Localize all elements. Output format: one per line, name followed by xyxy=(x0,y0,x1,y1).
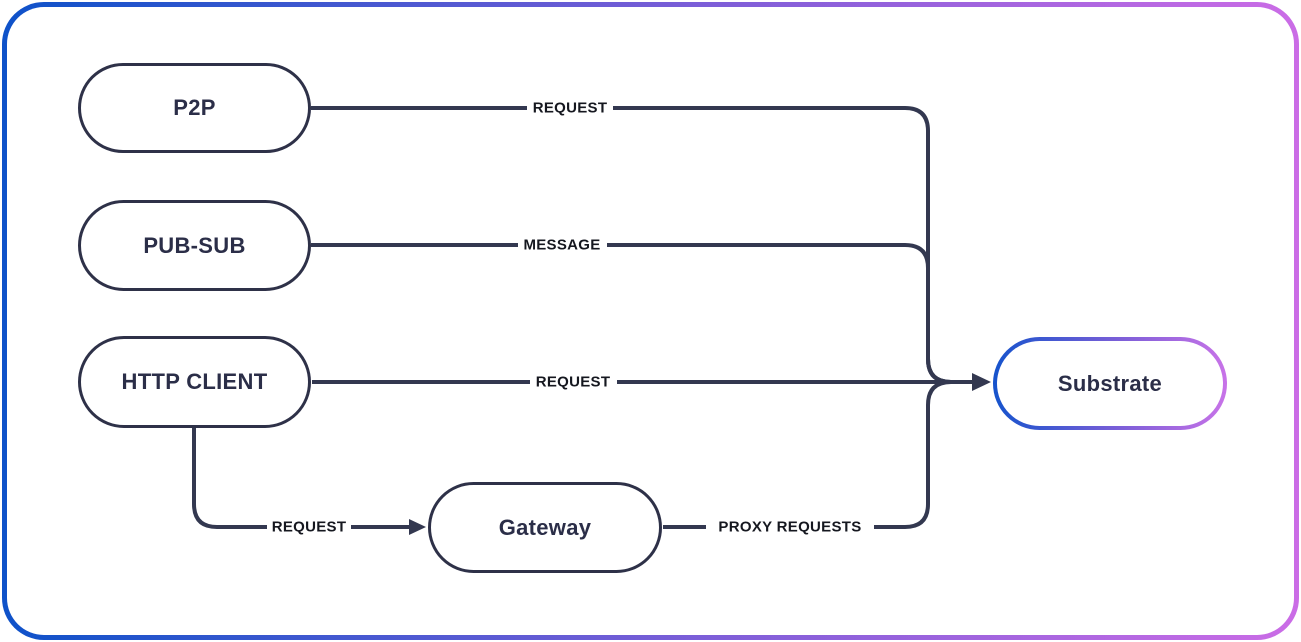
arrowhead-into-substrate xyxy=(972,373,991,391)
arrowhead-into-gateway xyxy=(409,519,426,535)
node-p2p: P2P xyxy=(78,63,311,153)
node-substrate: Substrate xyxy=(993,337,1227,430)
node-gateway-label: Gateway xyxy=(498,514,592,540)
node-http-client: HTTP CLIENT xyxy=(78,336,311,428)
node-pub-sub: PUB-SUB xyxy=(78,200,311,291)
edge-pubsub-substrate xyxy=(311,243,974,384)
edge-gateway-substrate xyxy=(663,380,974,529)
node-substrate-label: Substrate xyxy=(1057,370,1163,396)
node-substrate-inner: Substrate xyxy=(997,341,1223,426)
node-http-client-label: HTTP CLIENT xyxy=(121,369,268,394)
edge-label-message: MESSAGE xyxy=(519,236,605,254)
edge-label-request-gateway: REQUEST xyxy=(267,518,351,536)
node-pub-sub-label: PUB-SUB xyxy=(143,232,246,258)
node-p2p-label: P2P xyxy=(173,95,216,120)
edge-httpclient-gateway xyxy=(192,428,409,529)
edge-label-proxy-requests: PROXY REQUESTS xyxy=(714,518,866,536)
node-gateway: Gateway xyxy=(428,482,662,573)
edge-label-request-http: REQUEST xyxy=(531,373,615,391)
edge-label-request-p2p: REQUEST xyxy=(528,99,612,117)
